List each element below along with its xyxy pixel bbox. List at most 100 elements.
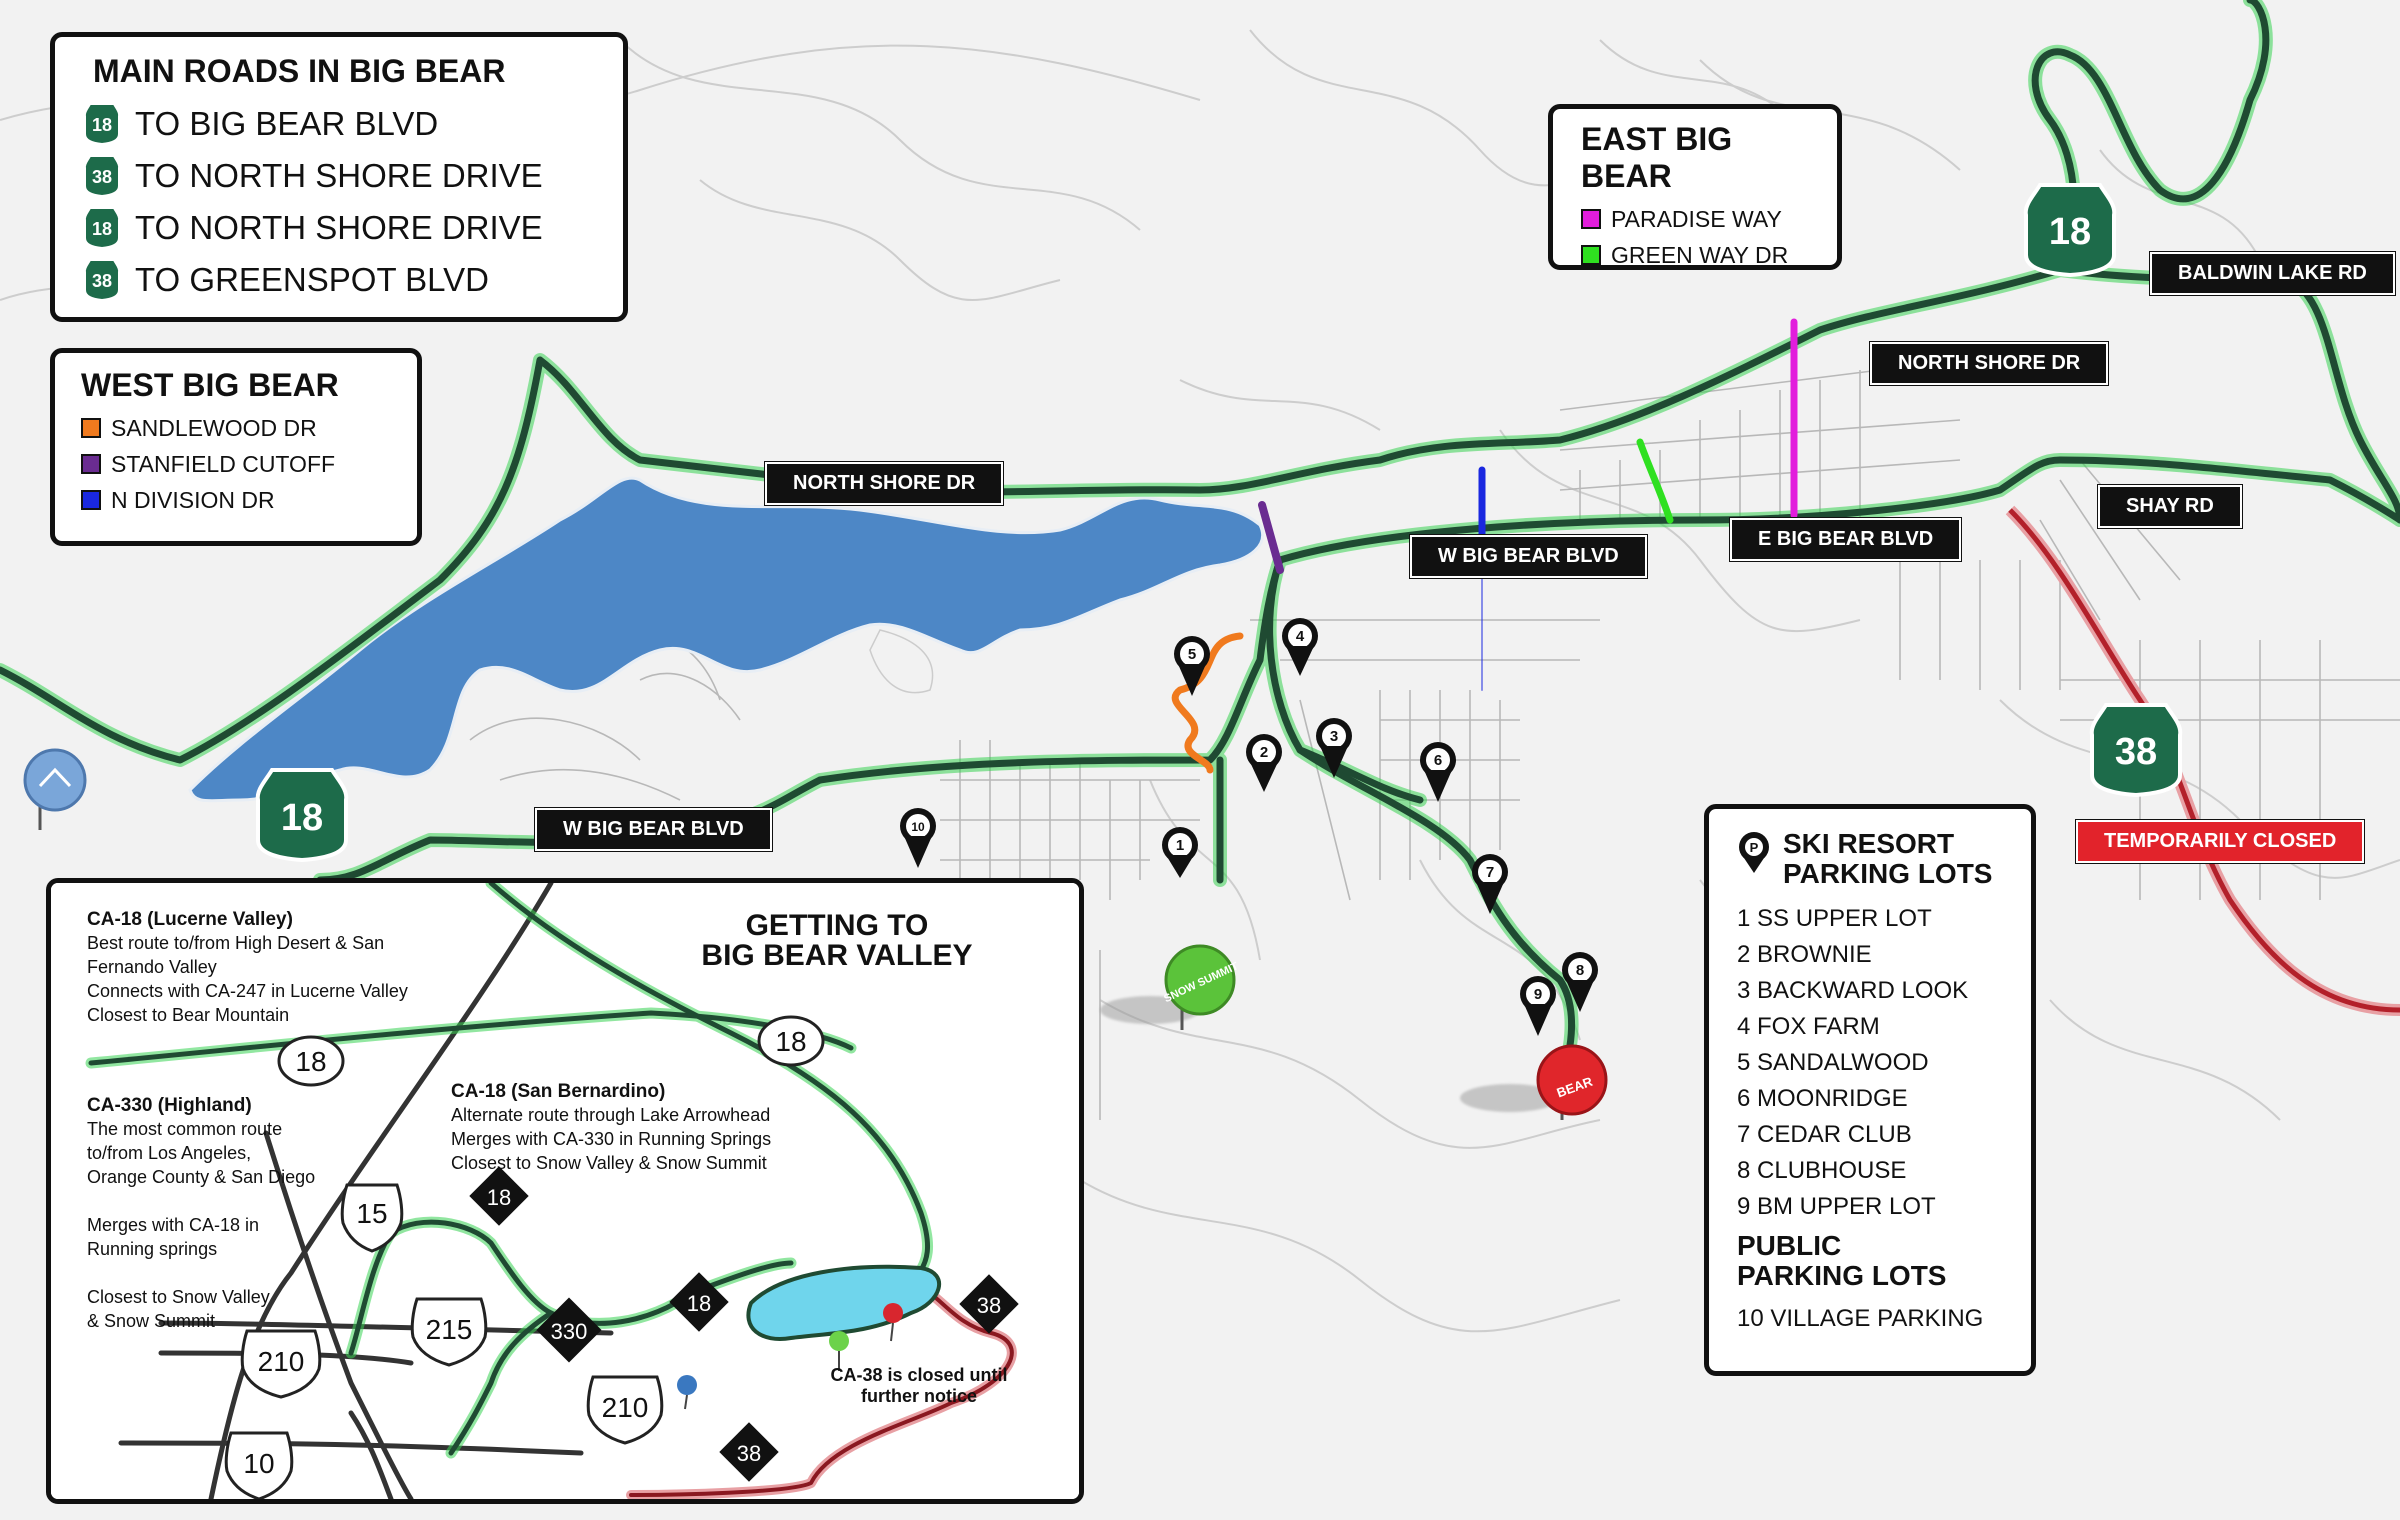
west-legend-text: SANDLEWOOD DR (111, 414, 317, 441)
svg-text:18: 18 (92, 115, 112, 135)
marker-4: 4 (1282, 618, 1318, 676)
ca18-sb-line: Closest to Snow Valley & Snow Summit (451, 1153, 767, 1173)
main-roads-title: MAIN ROADS IN BIG BEAR (93, 53, 506, 89)
marker-2: 2 (1246, 734, 1282, 792)
hwy18-east-shield: 18 (2023, 183, 2117, 278)
inset-d330: 330 (536, 1297, 602, 1363)
stanfield-swatch (81, 454, 101, 474)
parking-title-1: SKI RESORT (1783, 828, 1955, 859)
svg-text:38: 38 (737, 1441, 761, 1466)
label-w-big-bear-blvd-west: W BIG BEAR BLVD (535, 808, 772, 851)
svg-text:38: 38 (92, 167, 112, 187)
svg-text:9: 9 (1534, 986, 1542, 1003)
parking-markers: 1 2 3 4 5 6 7 8 9 10 (900, 618, 1598, 1036)
west-legend-text: STANFIELD CUTOFF (111, 450, 336, 477)
green-way-dr (1636, 438, 1674, 524)
ca38-note-1: CA-38 is closed until (830, 1365, 1008, 1385)
parking-lot-item: 2 BROWNIE (1737, 941, 1872, 968)
marker-5: 5 (1174, 636, 1210, 696)
inset-i210-mid-shield: 210 (240, 1329, 322, 1399)
main-roads-row: 18 TO NORTH SHORE DRIVE (83, 202, 595, 254)
east-legend-row: GREEN WAY DR (1581, 237, 1809, 273)
west-legend-title: WEST BIG BEAR (81, 367, 339, 403)
main-roads-row: 18 TO BIG BEAR BLVD (83, 98, 595, 150)
big-bear-lake (188, 476, 1264, 803)
route-38-shield-icon: 38 (83, 155, 121, 198)
label-temporarily-closed: TEMPORARILY CLOSED (2076, 820, 2365, 863)
sandlewood-dr (1171, 632, 1244, 774)
svg-text:15: 15 (356, 1198, 387, 1229)
colored-roads (1171, 318, 1798, 774)
inset-d38-right: 38 (959, 1274, 1019, 1334)
parking-lot-item: 9 BM UPPER LOT (1737, 1193, 1936, 1220)
inset-title-1: GETTING TO (745, 909, 929, 942)
east-legend-title: EAST BIG BEAR (1581, 121, 1733, 194)
parking-lot-item: 8 CLUBHOUSE (1737, 1157, 1907, 1184)
stanfield-cutoff (1258, 501, 1284, 574)
main-roads-text: TO NORTH SHORE DRIVE (135, 157, 543, 194)
svg-text:8: 8 (1576, 962, 1584, 979)
east-legend-row: PARADISE WAY (1581, 201, 1809, 237)
ca330-merge-line: Merges with CA-18 in (87, 1215, 260, 1235)
svg-text:210: 210 (258, 1346, 305, 1377)
svg-text:38: 38 (92, 271, 112, 291)
svg-text:4: 4 (1296, 628, 1305, 645)
ca330-line: The most common route (87, 1119, 283, 1139)
ca330-closest-line: & Snow Summit (87, 1311, 216, 1331)
svg-text:18: 18 (295, 1046, 326, 1077)
svg-text:2: 2 (1260, 744, 1268, 761)
route-18-shield-icon: 18 (83, 207, 121, 250)
svg-text:18: 18 (775, 1026, 806, 1057)
svg-text:1: 1 (1176, 837, 1184, 854)
ca330-closest-line: Closest to Snow Valley (87, 1287, 270, 1307)
ca330-block: CA-330 (Highland) The most common route … (87, 1095, 347, 1333)
sandlewood-swatch (81, 418, 101, 438)
ca18-sb-title: CA-18 (San Bernardino) (451, 1081, 666, 1102)
ca18-lucerne-title: CA-18 (Lucerne Valley) (87, 909, 293, 930)
route-38-shield-icon: 38 (83, 259, 121, 302)
public-parking-item: 10 VILLAGE PARKING (1737, 1305, 1984, 1332)
hwy18-west-shield: 18 (255, 768, 349, 863)
ca330-title: CA-330 (Highland) (87, 1095, 252, 1116)
svg-text:5: 5 (1188, 646, 1196, 663)
ca18-sb-block: CA-18 (San Bernardino) Alternate route t… (451, 1081, 871, 1175)
svg-text:38: 38 (977, 1293, 1001, 1318)
parking-lot-item: 3 BACKWARD LOOK (1737, 977, 1969, 1004)
west-legend-row: SANDLEWOOD DR (81, 410, 391, 446)
bear-mountain-pin: BEAR (1460, 1044, 1608, 1120)
inset-i10-shield: 10 (224, 1431, 294, 1499)
label-shay-rd: SHAY RD (2098, 485, 2242, 528)
parking-pin-icon: P (1739, 832, 1769, 873)
west-resort-pin (23, 748, 87, 830)
hwy18-east-number: 18 (2049, 211, 2091, 253)
parking-lot-item: 1 SS UPPER LOT (1737, 905, 1932, 932)
ca18-lucerne-block: CA-18 (Lucerne Valley) Best route to/fro… (87, 909, 527, 1027)
main-roads-text: TO NORTH SHORE DRIVE (135, 209, 543, 246)
svg-text:18: 18 (487, 1185, 511, 1210)
marker-1: 1 (1162, 827, 1198, 878)
main-roads-legend: MAIN ROADS IN BIG BEAR 18 TO BIG BEAR BL… (50, 32, 628, 322)
parking-title-2: PARKING LOTS (1783, 858, 1993, 889)
east-legend-text: GREEN WAY DR (1611, 241, 1789, 268)
inset-oval-18-right: 18 (757, 1015, 825, 1067)
svg-text:210: 210 (602, 1392, 649, 1423)
ca18-sb-line: Alternate route through Lake Arrowhead (451, 1105, 771, 1125)
marker-9: 9 (1520, 976, 1556, 1036)
ca18-lucerne-line: Fernando Valley (87, 957, 217, 977)
ca18-sb-line: Merges with CA-330 in Running Springs (451, 1129, 772, 1149)
svg-text:330: 330 (551, 1319, 588, 1344)
inset-i15-shield: 15 (340, 1183, 404, 1253)
inset-d18-lake: 18 (669, 1272, 729, 1332)
ca330-line: Orange County & San Diego (87, 1167, 316, 1187)
west-legend-row: N DIVISION DR (81, 482, 391, 518)
ca330-merge-line: Running springs (87, 1239, 218, 1259)
main-roads-text: TO BIG BEAR BLVD (135, 105, 439, 142)
inset-i210-low-shield: 210 (586, 1375, 664, 1445)
ca18-lucerne-line: Best route to/from High Desert & San (87, 933, 385, 953)
parking-header: P SKI RESORT PARKING LOTS (1737, 829, 2003, 889)
label-w-big-bear-blvd-center: W BIG BEAR BLVD (1410, 535, 1647, 578)
main-roads-row: 38 TO GREENSPOT BLVD (83, 254, 595, 306)
svg-text:10: 10 (243, 1448, 274, 1479)
route-18-shield-icon: 18 (83, 103, 121, 146)
